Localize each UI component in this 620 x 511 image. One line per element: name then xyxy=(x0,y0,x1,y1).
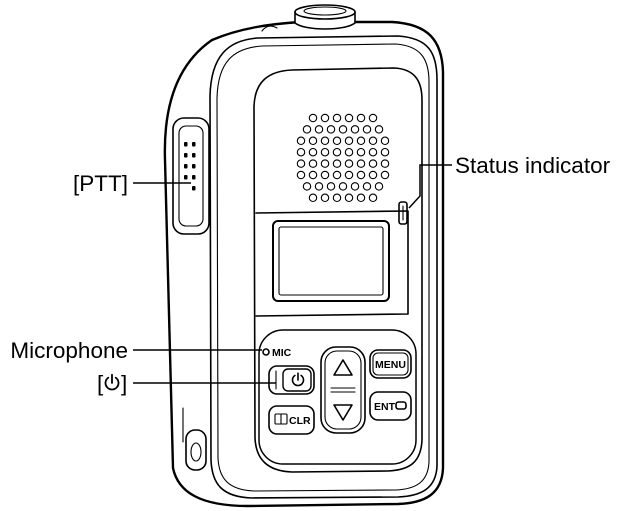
speaker-hole xyxy=(380,147,390,157)
speaker-hole xyxy=(344,147,354,157)
ptt-button xyxy=(172,117,210,235)
radio-device: MIC CLR xyxy=(163,4,445,508)
front-bevel xyxy=(216,43,430,492)
status-indicator-callout-label: Status indicator xyxy=(455,153,611,178)
callouts: [PTT] Status indicator Microphone [ ] xyxy=(10,153,610,396)
speaker-hole xyxy=(320,147,330,157)
speaker-hole xyxy=(356,159,366,168)
speaker-hole xyxy=(368,147,378,157)
clr-key: CLR xyxy=(268,405,315,435)
speaker-hole xyxy=(308,170,318,180)
speaker-hole xyxy=(344,113,354,123)
speaker-hole xyxy=(308,193,318,203)
speaker-hole xyxy=(332,113,342,123)
speaker-hole xyxy=(314,182,324,191)
power-callout-bracket-open: [ xyxy=(97,371,104,396)
status-indicator-leader-line xyxy=(408,164,452,209)
speaker-hole xyxy=(356,113,366,123)
power-key xyxy=(268,365,315,395)
speaker-hole xyxy=(320,136,330,146)
clr-label: CLR xyxy=(289,415,311,427)
power-callout-label: [ ] xyxy=(97,371,127,396)
speaker-hole xyxy=(368,170,378,180)
speaker-hole xyxy=(344,170,354,180)
speaker-hole xyxy=(308,159,318,168)
up-down-key xyxy=(320,346,366,434)
speaker-hole xyxy=(374,125,384,134)
speaker-hole xyxy=(356,136,366,146)
book-icon xyxy=(274,413,288,425)
speaker-hole xyxy=(344,193,354,203)
up-arrow-icon xyxy=(333,359,353,376)
speaker-hole xyxy=(368,193,378,203)
speaker-hole xyxy=(308,147,318,157)
display xyxy=(255,210,409,317)
speaker-hole xyxy=(374,182,384,191)
microphone: MIC xyxy=(262,347,292,359)
speaker-hole xyxy=(302,125,312,134)
ptt-callout-label: [PTT] xyxy=(73,171,128,196)
speaker-hole xyxy=(338,182,348,191)
speaker-hole xyxy=(344,136,354,146)
speaker-hole xyxy=(296,147,306,157)
speaker-hole xyxy=(338,125,348,134)
speaker-hole xyxy=(332,159,342,168)
speaker-hole xyxy=(350,125,360,134)
speaker-hole xyxy=(320,170,330,180)
speaker-hole xyxy=(296,159,306,168)
speaker-hole xyxy=(320,193,330,203)
speaker-hole xyxy=(320,113,330,123)
top-notch xyxy=(261,25,278,32)
lcd-frame xyxy=(272,220,390,302)
lcd-screen xyxy=(278,226,384,296)
display-bezel xyxy=(255,210,409,317)
speaker-hole xyxy=(296,136,306,146)
speaker-hole xyxy=(362,182,372,191)
speaker-hole xyxy=(356,170,366,180)
ent-key: ENT xyxy=(369,391,412,421)
speaker-hole xyxy=(314,125,324,134)
power-callout-bracket-close: ] xyxy=(121,371,127,396)
menu-label: MENU xyxy=(375,359,406,371)
speaker-hole xyxy=(362,125,372,134)
menu-key: MENU xyxy=(369,349,412,379)
power-icon xyxy=(104,373,120,391)
speaker-hole xyxy=(326,182,336,191)
speaker-hole xyxy=(332,136,342,146)
top-knob xyxy=(294,4,356,30)
mic-hole xyxy=(262,348,270,356)
keypad-area xyxy=(258,329,417,465)
speaker-hole xyxy=(344,159,354,168)
mic-label: MIC xyxy=(272,347,292,359)
speaker-hole xyxy=(296,170,306,180)
status-indicator xyxy=(398,201,408,225)
speaker-hole xyxy=(368,136,378,146)
ptt-grip-dots xyxy=(184,142,196,191)
speaker-hole xyxy=(302,182,312,191)
key-icon xyxy=(395,401,407,410)
speaker-hole xyxy=(326,125,336,134)
microphone-callout-label: Microphone xyxy=(10,338,128,363)
speaker-hole xyxy=(308,136,318,146)
speaker-hole xyxy=(380,170,390,180)
ent-label: ENT xyxy=(374,401,396,413)
speaker-hole xyxy=(368,113,378,123)
speaker-hole xyxy=(320,159,330,168)
speaker-hole xyxy=(332,147,342,157)
speaker-hole xyxy=(332,193,342,203)
speaker-hole xyxy=(356,193,366,203)
speaker-hole xyxy=(356,147,366,157)
speaker-hole xyxy=(368,159,378,168)
speaker-grille xyxy=(296,113,390,203)
power-icon xyxy=(291,372,305,387)
speaker-hole xyxy=(380,136,390,146)
speaker-hole xyxy=(350,182,360,191)
strap-eyelet xyxy=(182,407,207,471)
speaker-hole xyxy=(308,113,318,123)
speaker-hole xyxy=(332,170,342,180)
rocker-divider xyxy=(330,387,356,393)
down-arrow-icon xyxy=(333,404,353,421)
speaker-hole xyxy=(380,159,390,168)
